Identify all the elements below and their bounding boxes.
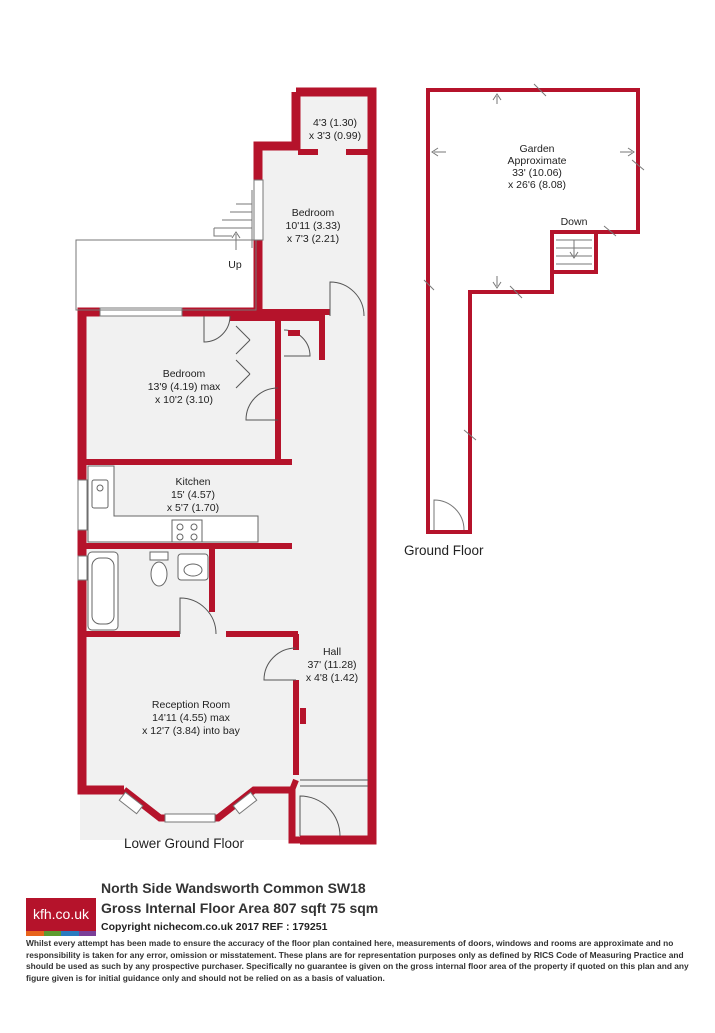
steps-arrow bbox=[569, 240, 579, 259]
bay-wall bbox=[121, 786, 300, 844]
stairs-up-label: Up bbox=[228, 259, 242, 271]
garden-approx: Approximate bbox=[508, 155, 567, 167]
bay-window bbox=[232, 791, 258, 815]
radiator bbox=[288, 330, 300, 336]
hob-ring bbox=[176, 523, 184, 531]
kitchen-name: Kitchen bbox=[175, 476, 210, 488]
gate bbox=[433, 499, 465, 531]
door bbox=[203, 315, 231, 343]
window bbox=[164, 813, 216, 823]
door bbox=[245, 387, 279, 421]
outer-wall bbox=[296, 87, 377, 845]
door bbox=[299, 795, 341, 837]
window bbox=[77, 479, 88, 531]
window bbox=[99, 307, 183, 317]
boundary-tick bbox=[423, 279, 435, 291]
window bbox=[77, 555, 88, 581]
cupboard-dim1: 4'3 (1.30) bbox=[313, 117, 357, 129]
sink bbox=[91, 479, 109, 509]
door bbox=[329, 281, 365, 317]
bedroom-small-dim1: 10'11 (3.33) bbox=[286, 220, 341, 232]
radiator bbox=[300, 708, 306, 724]
lower-ground-floor-plan bbox=[75, 87, 377, 845]
wardrobe-door bbox=[235, 325, 251, 341]
floor-area: Gross Internal Floor Area 807 sqft 75 sq… bbox=[101, 900, 379, 916]
floor-plan: 4'3 (1.30) x 3'3 (0.99) Bedroom 10'11 (3… bbox=[75, 83, 645, 851]
bedroom-main-dim2: x 10'2 (3.10) bbox=[155, 394, 213, 406]
logo-text: kfh.co.uk bbox=[32, 906, 90, 922]
dimension-arrow bbox=[492, 93, 502, 104]
hall-name: Hall bbox=[323, 646, 341, 658]
kitchen-worktop bbox=[87, 465, 259, 543]
wardrobe-door bbox=[235, 373, 251, 389]
stair-area bbox=[75, 239, 257, 311]
bedroom-main-name: Bedroom bbox=[163, 368, 206, 380]
boundary-tick bbox=[603, 225, 617, 237]
kitchen-dim1: 15' (4.57) bbox=[171, 489, 215, 501]
cupboard-dim2: x 3'3 (0.99) bbox=[309, 130, 361, 142]
garden-dim2: x 26'6 (8.08) bbox=[508, 179, 566, 191]
toilet-cistern bbox=[149, 551, 169, 561]
hall-dim1: 37' (11.28) bbox=[307, 659, 356, 671]
bedroom-small-name: Bedroom bbox=[292, 207, 335, 219]
door bbox=[263, 647, 297, 681]
hall-dim2: x 4'8 (1.42) bbox=[306, 672, 358, 684]
logo-stripes bbox=[26, 931, 96, 936]
basin-bowl bbox=[183, 563, 203, 577]
reception-name: Reception Room bbox=[152, 699, 230, 711]
wardrobe-door bbox=[235, 339, 251, 355]
bathtub-inner bbox=[91, 557, 115, 625]
reception-dim2: x 12'7 (3.84) into bay bbox=[142, 725, 240, 737]
kfh-logo: kfh.co.uk bbox=[26, 898, 96, 936]
hob-ring bbox=[176, 533, 184, 541]
stairs-down-label: Down bbox=[561, 216, 588, 228]
ground-floor-plan bbox=[423, 83, 645, 534]
boundary-tick bbox=[533, 83, 547, 97]
floor-fill bbox=[80, 92, 372, 840]
boundary-tick bbox=[631, 159, 645, 171]
outer-wall-left bbox=[77, 92, 301, 795]
wardrobe-door bbox=[235, 359, 251, 375]
disclaimer: Whilst every attempt has been made to en… bbox=[26, 938, 689, 983]
reception-dim1: 14'11 (4.55) max bbox=[152, 712, 230, 724]
hob-ring bbox=[190, 523, 198, 531]
dimension-arrow bbox=[431, 147, 446, 157]
hob-ring bbox=[190, 533, 198, 541]
door bbox=[179, 597, 217, 635]
property-title: North Side Wandsworth Common SW18 bbox=[101, 880, 366, 896]
kitchen-dim2: x 5'7 (1.70) bbox=[167, 502, 219, 514]
hob bbox=[171, 519, 203, 543]
window bbox=[253, 179, 264, 241]
ground-floor-label: Ground Floor bbox=[404, 543, 484, 558]
lower-ground-floor-label: Lower Ground Floor bbox=[124, 836, 245, 851]
bay-window bbox=[118, 791, 144, 815]
boundary-tick bbox=[463, 429, 477, 441]
bedroom-small-dim2: x 7'3 (2.21) bbox=[287, 233, 339, 245]
garden-name: Garden bbox=[519, 143, 554, 155]
bedroom-main-dim1: 13'9 (4.19) max bbox=[148, 381, 221, 393]
entry-wall bbox=[289, 778, 299, 792]
staircase bbox=[213, 190, 253, 248]
toilet-bowl bbox=[150, 561, 168, 587]
garden-dim1: 33' (10.06) bbox=[512, 167, 562, 179]
sink-drain bbox=[96, 484, 104, 492]
boundary-tick bbox=[509, 285, 523, 299]
stair-arrow bbox=[231, 231, 241, 250]
copyright: Copyright nichecom.co.uk 2017 REF : 1792… bbox=[101, 921, 328, 933]
dimension-arrow bbox=[492, 276, 502, 289]
room-labels: 4'3 (1.30) x 3'3 (0.99) Bedroom 10'11 (3… bbox=[124, 117, 588, 851]
dimension-arrow bbox=[620, 147, 635, 157]
